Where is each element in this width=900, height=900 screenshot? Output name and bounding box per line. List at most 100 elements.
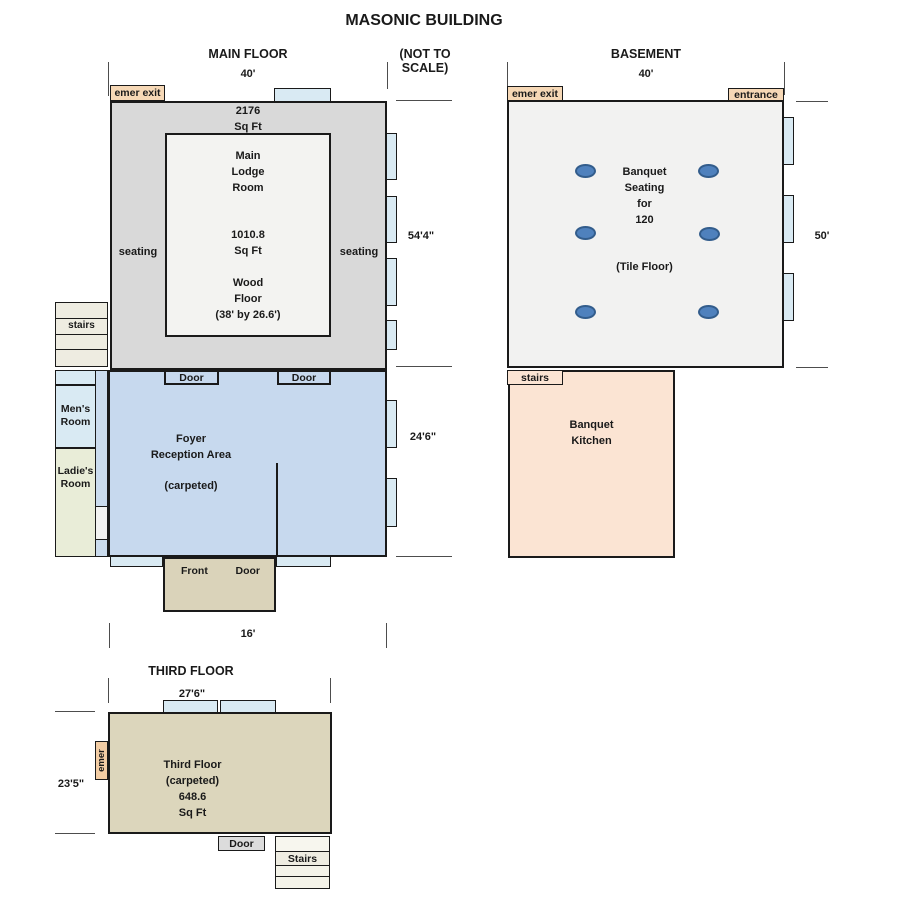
dim-tick (796, 367, 828, 368)
main-top-window (274, 88, 331, 102)
ladies-room-line1: Ladie's (57, 465, 94, 477)
lodge-floor-type: Wood Floor (38' by 26.6') (165, 275, 331, 323)
dim-tick (109, 623, 110, 648)
foyer-door-right: Door (277, 370, 331, 385)
mens-room-line1: Men's (60, 403, 91, 415)
front-door-vestibule: Front Door (163, 557, 276, 612)
banquet-kitchen-line1: Banquet (569, 419, 614, 431)
main-lodge-room (165, 133, 331, 337)
lodge-name-line2: Lodge (231, 166, 265, 178)
foyer-door-left: Door (164, 370, 219, 385)
stair-tread (275, 876, 330, 889)
stair-tread (56, 349, 107, 365)
foyer-window (386, 400, 397, 448)
dim-tick (330, 678, 331, 703)
third-floor-emer-exit: emer (95, 741, 108, 780)
tile-floor-label: (Tile Floor) (616, 261, 673, 273)
third-floor-width-dim: 27'6" (178, 688, 206, 700)
foyer-label-line2: Reception Area (150, 449, 232, 461)
third-floor-sqft-value: 648.6 (178, 791, 207, 803)
main-floor-width-dim: 40' (240, 68, 256, 80)
dim-tick (386, 623, 387, 648)
stair-tread: stairs (56, 318, 107, 334)
lodge-floor-dims: (38' by 26.6') (215, 309, 281, 321)
banquet-table-oval (575, 226, 596, 240)
page-title: MASONIC BUILDING (345, 12, 503, 29)
third-floor-line1: Third Floor (163, 759, 222, 771)
third-floor-door-label: Door (229, 837, 254, 850)
main-stairs-label: stairs (68, 320, 95, 331)
dim-tick (108, 62, 109, 96)
third-floor-line2: (carpeted) (165, 775, 220, 787)
third-floor-stair-landing (275, 836, 330, 852)
dim-tick (507, 62, 508, 95)
ladies-room-line2: Room (60, 478, 91, 490)
dim-tick (108, 678, 109, 703)
basement-height-dim: 50' (814, 230, 830, 242)
dim-tick (796, 101, 828, 102)
banquet-seating-line1: Banquet (622, 166, 667, 178)
main-floor-sqft-unit: Sq Ft (234, 121, 262, 133)
main-floor-sqft-value: 2176 (235, 105, 261, 117)
seating-left-label: seating (118, 246, 158, 258)
third-floor-room (108, 712, 332, 834)
main-window (386, 133, 397, 180)
main-stairs: stairs (55, 302, 108, 367)
banquet-seating-line3: for (637, 198, 652, 210)
banquet-table-oval (575, 305, 596, 319)
mens-room-label: Men's Room (55, 403, 96, 429)
foyer-interior-wall (276, 463, 278, 557)
banquet-table-oval (575, 164, 596, 178)
dim-tick (55, 833, 95, 834)
foyer-height-dim: 24'6" (409, 431, 437, 443)
basement-entrance-text: entrance (734, 88, 778, 101)
lodge-floor-line1: Wood (232, 277, 264, 289)
main-window (386, 258, 397, 306)
mens-room-line2: Room (60, 416, 91, 428)
third-floor-height-dim: 23'5" (57, 778, 85, 790)
banquet-kitchen-label: Banquet Kitchen (508, 417, 675, 449)
lodge-sqft-value: 1010.8 (231, 229, 265, 241)
foyer-door-left-label: Door (179, 371, 204, 384)
foyer-bottom-window (276, 556, 331, 567)
seating-right-label: seating (339, 246, 379, 258)
main-window (386, 196, 397, 243)
lodge-sqft-unit: Sq Ft (234, 245, 262, 257)
main-upper-height-dim: 54'4" (407, 230, 435, 242)
lodge-name-line3: Room (232, 182, 264, 194)
basement-emer-exit-text: emer exit (511, 87, 559, 100)
third-floor-emer-text: emer (96, 749, 107, 772)
front-door-word2: Door (235, 565, 261, 577)
foyer-bottom-window (110, 556, 163, 567)
third-floor-sqft-unit: Sq Ft (178, 807, 207, 819)
front-door-word1: Front (181, 565, 208, 577)
foyer-door-right-label: Door (291, 371, 317, 384)
banquet-seating-line2: Seating (624, 182, 665, 194)
third-floor-label: Third Floor (carpeted) 648.6 Sq Ft (110, 757, 275, 821)
dim-tick (55, 711, 95, 712)
banquet-kitchen-line2: Kitchen (571, 435, 612, 447)
foyer-window (386, 478, 397, 527)
third-floor-stairs-label: Stairs (287, 852, 318, 865)
dim-tick (396, 100, 452, 101)
third-floor-stairs: Stairs (275, 851, 330, 866)
stair-tread (56, 334, 107, 349)
lodge-sqft: 1010.8 Sq Ft (165, 227, 331, 259)
basement-stairs: stairs (507, 370, 563, 385)
ladies-room-label: Ladie's Room (55, 465, 96, 491)
basement-emer-exit-label: emer exit (507, 86, 563, 101)
basement-header: BASEMENT (610, 47, 682, 61)
third-floor-header: THIRD FLOOR (148, 664, 234, 678)
basement-width-dim: 40' (638, 68, 654, 80)
lodge-name-line1: Main (235, 150, 261, 162)
banquet-table-oval (699, 227, 720, 241)
lodge-room-name: Main Lodge Room (165, 148, 331, 196)
dim-tick (396, 366, 452, 367)
banquet-seating-label: Banquet Seating for 120 (546, 164, 743, 228)
not-to-scale-note: (NOT TO SCALE) (399, 47, 451, 75)
hallway-closet (95, 506, 108, 540)
front-door-label: Front Door (165, 559, 274, 577)
dim-tick (396, 556, 452, 557)
stair-tread (56, 303, 107, 318)
